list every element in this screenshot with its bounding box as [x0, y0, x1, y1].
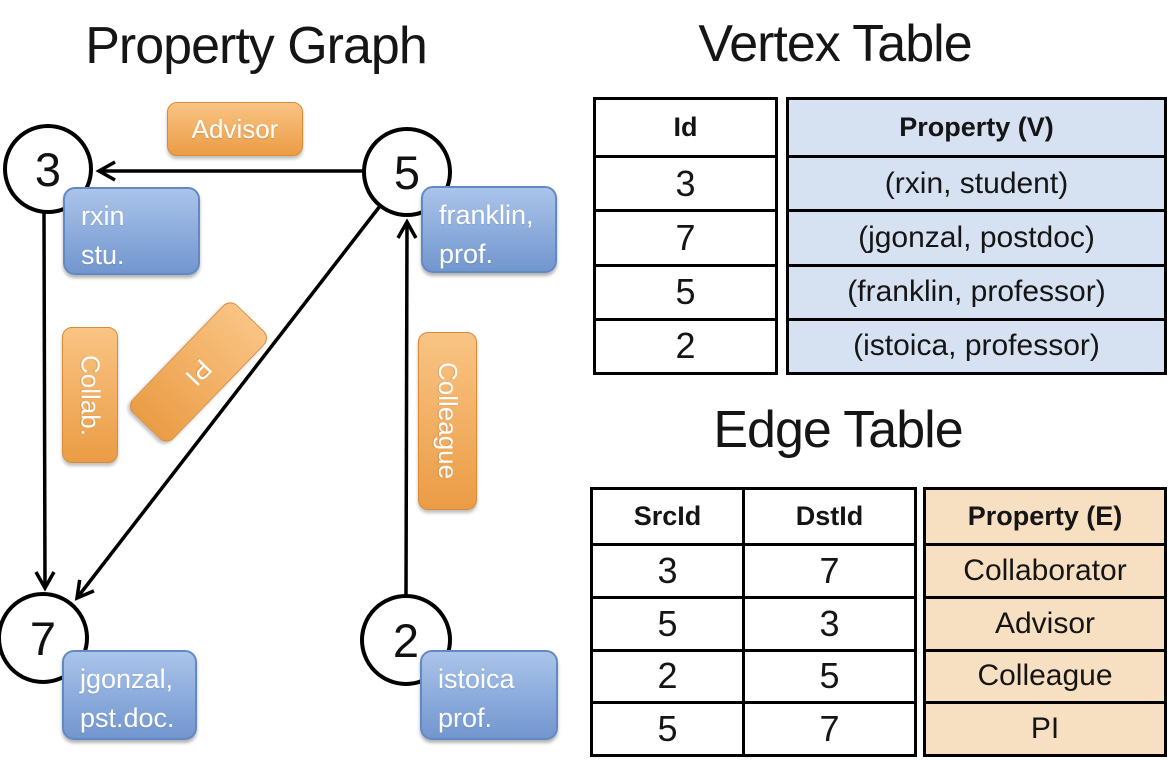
vertex-label-line: stu. [81, 240, 125, 271]
edge-table-dst-cell: 7 [745, 701, 914, 754]
node-id-2: 2 [393, 614, 419, 667]
vertex-label-line: franklin, [439, 200, 534, 230]
edge-table-property-header: Property (E) [926, 490, 1164, 543]
edge-table-dst-column: DstId 7 3 5 7 [742, 490, 914, 754]
vertex-table: Id 3 7 5 2 Property (V) (rxin, student) … [593, 97, 1167, 375]
edge-table-property-cell: PI [926, 701, 1164, 754]
vertex-label-line: jgonzal, [80, 664, 174, 694]
vertex-label-line: istoica [438, 664, 515, 694]
edge-table-property-cell: Advisor [926, 595, 1164, 649]
vertex-table-id-cell: 2 [596, 317, 775, 372]
edge-table-property-cell: Colleague [926, 648, 1164, 702]
vertex-table-id-column: Id 3 7 5 2 [593, 97, 778, 375]
vertex-table-property-column: Property (V) (rxin, student) (jgonzal, p… [786, 97, 1167, 375]
vertex-label-istoica: istoica prof. [420, 650, 558, 740]
edge-table-dst-cell: 7 [745, 543, 914, 596]
vertex-table-property-cell: (istoica, professor) [789, 317, 1164, 372]
vertex-label-line: prof. [438, 703, 493, 734]
edge-collab-3-to-7 [34, 212, 56, 592]
node-id-5: 5 [394, 146, 420, 199]
vertex-label-jgonzal: jgonzal, pst.doc. [62, 650, 197, 740]
edge-pi-5-to-7 [74, 204, 382, 601]
edge-table-src-cell: 2 [593, 648, 742, 702]
vertex-label-rxin: rxin stu. [63, 187, 200, 275]
edge-table-property-cell: Collaborator [926, 543, 1164, 596]
vertex-label-line: pst.doc. [80, 703, 175, 734]
edge-table-src-header: SrcId [633, 501, 702, 531]
edge-table-property-column: Property (E) Collaborator Advisor Collea… [923, 487, 1167, 757]
vertex-table-id-cell: 5 [596, 263, 775, 318]
vertex-table-title: Vertex Table [698, 15, 972, 73]
property-graph-title: Property Graph [85, 17, 428, 75]
vertex-table-property-cell: (jgonzal, postdoc) [789, 209, 1164, 264]
vertex-table-id-cell: 7 [596, 209, 775, 263]
edge-label-advisor: Advisor [167, 102, 303, 156]
edge-table-dst-cell: 3 [745, 595, 914, 649]
vertex-label-line: rxin [81, 201, 125, 231]
node-id-3: 3 [35, 143, 61, 196]
node-id-7: 7 [30, 612, 56, 665]
edge-table: SrcId 3 5 2 5 DstId 7 3 5 7 Property (E)… [590, 487, 1167, 757]
edge-table-src-cell: 5 [593, 701, 742, 754]
vertex-table-property-header: Property (V) [789, 100, 1164, 155]
edge-table-dst-header: DstId [795, 501, 864, 531]
edge-table-src-column: SrcId 3 5 2 5 [593, 490, 742, 754]
edge-table-src-cell: 5 [593, 595, 742, 649]
edge-table-dst-cell: 5 [745, 648, 914, 702]
edge-table-src-cell: 3 [593, 543, 742, 596]
edge-label-collab: Collab. [62, 327, 118, 463]
edge-label-colleague: Colleague [418, 332, 477, 510]
edge-table-src-dst-columns: SrcId 3 5 2 5 DstId 7 3 5 7 [590, 487, 917, 757]
property-graph-diagram: 3 5 7 2 [0, 124, 452, 686]
vertex-label-line: prof. [439, 239, 494, 270]
edge-colleague-2-to-5 [396, 218, 418, 596]
vertex-label-franklin: franklin, prof. [421, 186, 557, 273]
edge-table-title: Edge Table [713, 401, 963, 459]
vertex-table-property-cell: (rxin, student) [789, 155, 1164, 210]
vertex-table-id-header: Id [673, 112, 698, 142]
vertex-table-property-cell: (franklin, professor) [789, 263, 1164, 318]
vertex-table-id-cell: 3 [596, 155, 775, 209]
